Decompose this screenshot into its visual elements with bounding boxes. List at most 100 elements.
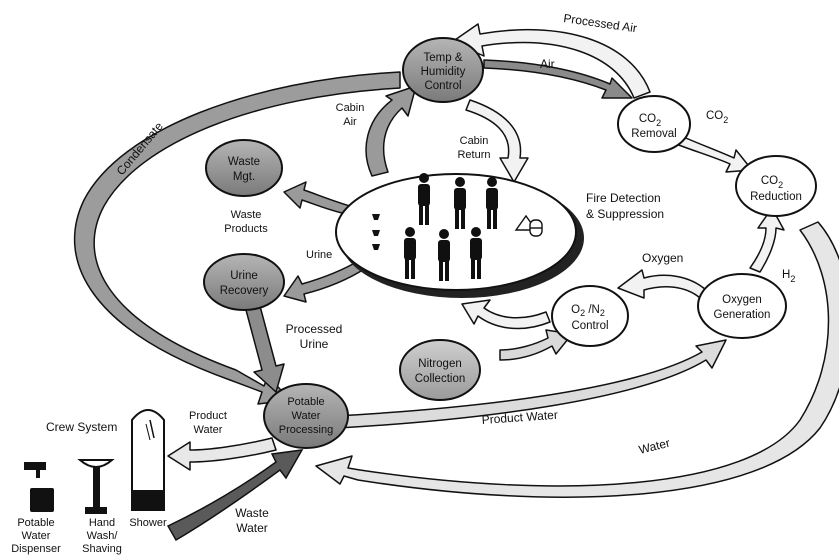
diagram-text: Cabin — [336, 102, 365, 114]
urine-line-1: Urine — [230, 270, 257, 282]
cabin-ellipse — [335, 173, 577, 291]
co2-reduction-co: CO — [761, 175, 778, 187]
diagram-text: Product — [189, 410, 227, 422]
crew-member — [404, 227, 416, 279]
diagram-text: Fire Detection — [586, 191, 661, 205]
water-dispenser-icon — [24, 462, 54, 512]
urine-flow — [283, 259, 367, 303]
product-water-flow — [335, 339, 727, 429]
h2-flow — [749, 207, 785, 273]
waste-products-flow — [283, 181, 351, 215]
urine-label: Urine — [306, 249, 332, 261]
co2-reduction-node — [735, 155, 817, 217]
air-flow — [483, 59, 633, 99]
water-label: Water — [637, 436, 671, 457]
diagram-text: Waste — [231, 209, 262, 221]
co2-removal-co: CO — [639, 113, 656, 125]
potable-line-3: Processing — [279, 424, 333, 436]
urine-line-2: Recovery — [220, 285, 269, 297]
diagram-text: 2 — [723, 115, 728, 125]
waste-mgt-line-1: Waste — [228, 156, 260, 168]
diagram-text: Water — [194, 424, 223, 436]
potable-line-2: Water — [292, 410, 321, 422]
hand-wash-icon — [77, 459, 115, 514]
potable-line-1: Potable — [287, 396, 324, 408]
urine-recovery-node — [203, 253, 285, 311]
waste-mgt-line-2: Mgt. — [233, 171, 255, 183]
oxygen-flow — [617, 269, 707, 299]
diagram-text: Processed — [286, 322, 343, 336]
fire-detection-label: Fire Detection & Suppression — [586, 191, 664, 221]
co2-reduction-label: Reduction — [750, 191, 802, 203]
o2n2-sub-2: 2 — [600, 308, 605, 318]
oxygen-gen-line-2: Generation — [714, 309, 771, 321]
shower-icon — [131, 409, 165, 511]
potable-water-node — [263, 383, 349, 449]
crew-figures — [404, 173, 498, 281]
diagram-text: Water — [236, 521, 268, 535]
waste-water-flow — [166, 449, 304, 542]
diagram-text: Waste — [235, 506, 269, 520]
nitrogen-collection-node — [399, 339, 481, 401]
crew-member — [454, 177, 466, 229]
co2-label: CO2 — [706, 110, 728, 125]
o2n2-n: /N — [585, 304, 600, 316]
o2n2-o: O — [571, 304, 580, 316]
o2n2-sub-1: 2 — [580, 308, 585, 318]
co2-flow — [665, 131, 753, 173]
nitrogen-line-2: Collection — [415, 373, 466, 385]
o2n2-control: Control — [571, 320, 608, 332]
product-water-to-crew-flow — [167, 437, 277, 471]
food-icon — [372, 214, 380, 250]
fire-extinguisher-icon — [514, 214, 543, 237]
temp-line-3: Control — [424, 80, 461, 92]
oxygen-generation-node — [697, 273, 787, 339]
diagram-text: CO — [706, 110, 723, 122]
oxygen-label: Oxygen — [642, 251, 683, 265]
temp-humidity-node — [402, 37, 484, 103]
diagram-text: Air — [343, 116, 357, 128]
diagram-text: 2 — [790, 274, 795, 284]
product-water-label: Product Water — [481, 408, 558, 427]
co2-removal-label: Removal — [631, 128, 676, 140]
diagram-text: Dispenser — [11, 543, 61, 555]
co2-reduction-sub: 2 — [778, 180, 783, 190]
cabin-air-flow — [365, 85, 417, 177]
temp-line-1: Temp & — [424, 52, 463, 64]
crew-member — [486, 177, 498, 229]
crew-member — [438, 229, 450, 281]
processed-air-label: Processed Air — [563, 11, 638, 35]
diagram-text: Cabin — [460, 135, 489, 147]
co2-removal-sub: 2 — [656, 118, 661, 128]
diagram-text: Potable — [17, 517, 54, 529]
diagram-text: Hand — [89, 517, 115, 529]
diagram-text: H — [782, 269, 790, 281]
h2-label: H2 — [782, 269, 795, 284]
o2n2-control-node — [551, 285, 629, 347]
processed-urine-flow — [245, 305, 285, 393]
shower-label: Shower — [129, 517, 167, 529]
water-return-flow — [315, 221, 839, 498]
oxygen-gen-line-1: Oxygen — [722, 294, 762, 306]
diagram-text: Products — [224, 223, 268, 235]
diagram-text: Water — [22, 530, 51, 542]
diagram-text: Wash/ — [87, 530, 119, 542]
diagram-text: Urine — [300, 337, 329, 351]
diagram-text: & Suppression — [586, 207, 664, 221]
crew-system-title: Crew System — [46, 420, 117, 434]
